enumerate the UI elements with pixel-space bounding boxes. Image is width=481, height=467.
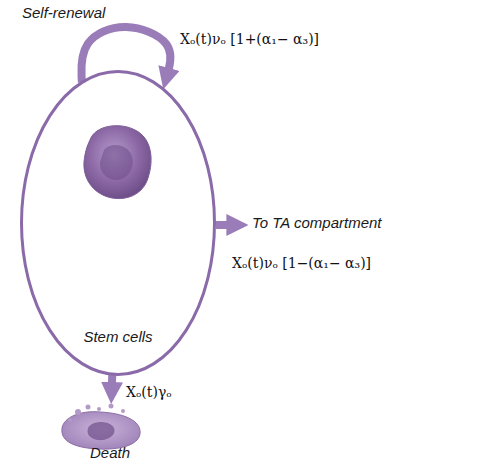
apoptotic-bubble (97, 407, 101, 411)
apoptotic-bubble (68, 418, 72, 422)
dying-nucleus (87, 422, 114, 440)
loop-title: Self-renewal (22, 4, 105, 22)
destination-label: To TA compartment (252, 214, 382, 232)
node-label: Stem cells (20, 328, 216, 346)
arrow-to-ta (216, 221, 233, 229)
stem-cell-picture (84, 126, 151, 199)
dying-cell-picture (62, 412, 140, 449)
apoptotic-bubble (121, 409, 125, 413)
apoptotic-bubble (75, 409, 81, 415)
node-label: Death (50, 444, 170, 462)
stem-cell-circle: Stem cells (20, 70, 216, 376)
death-cell: Death (50, 404, 170, 466)
apoptotic-bubble (109, 404, 114, 409)
rate-formula: Xₒ(t)νₒ [1−(α₁− α₃)] (232, 254, 371, 272)
apoptotic-bubble (86, 405, 91, 410)
flow-arrow (81, 27, 170, 83)
flow-arrow (108, 374, 117, 388)
cell-nucleus (100, 145, 133, 180)
rate-label: Xₒ(t)γₒ (126, 383, 172, 401)
rate-label: Xₒ(t)νₒ [1+(α₁− α₃)] (180, 30, 319, 48)
